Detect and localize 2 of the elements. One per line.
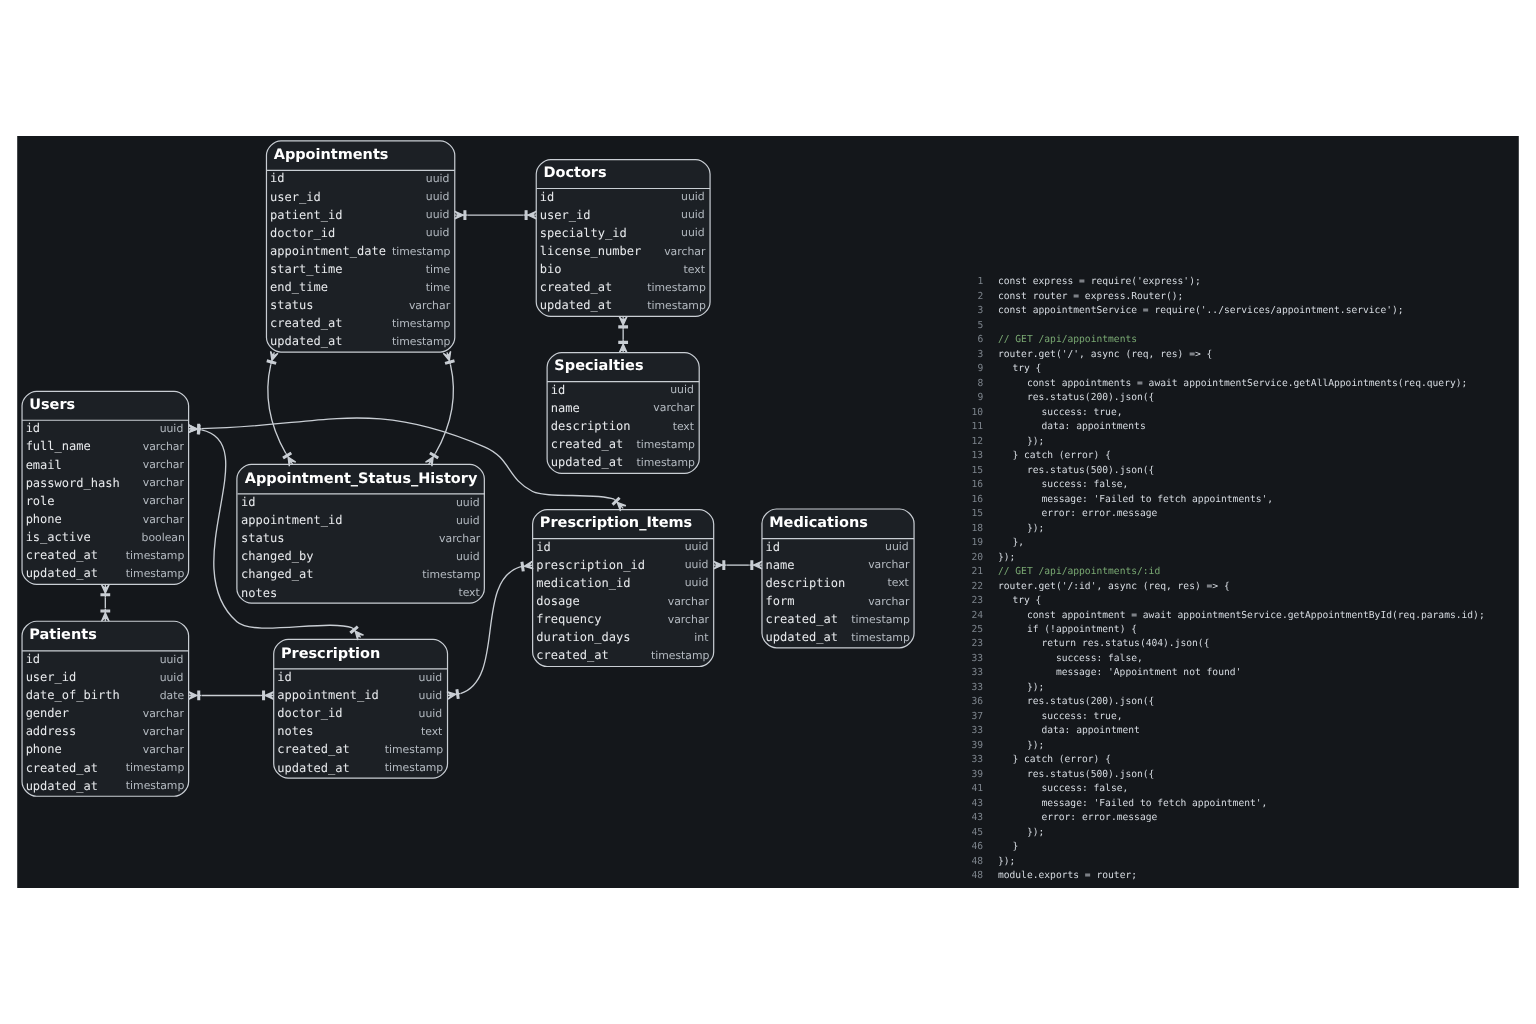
connector xyxy=(424,350,455,467)
connector xyxy=(187,417,627,512)
